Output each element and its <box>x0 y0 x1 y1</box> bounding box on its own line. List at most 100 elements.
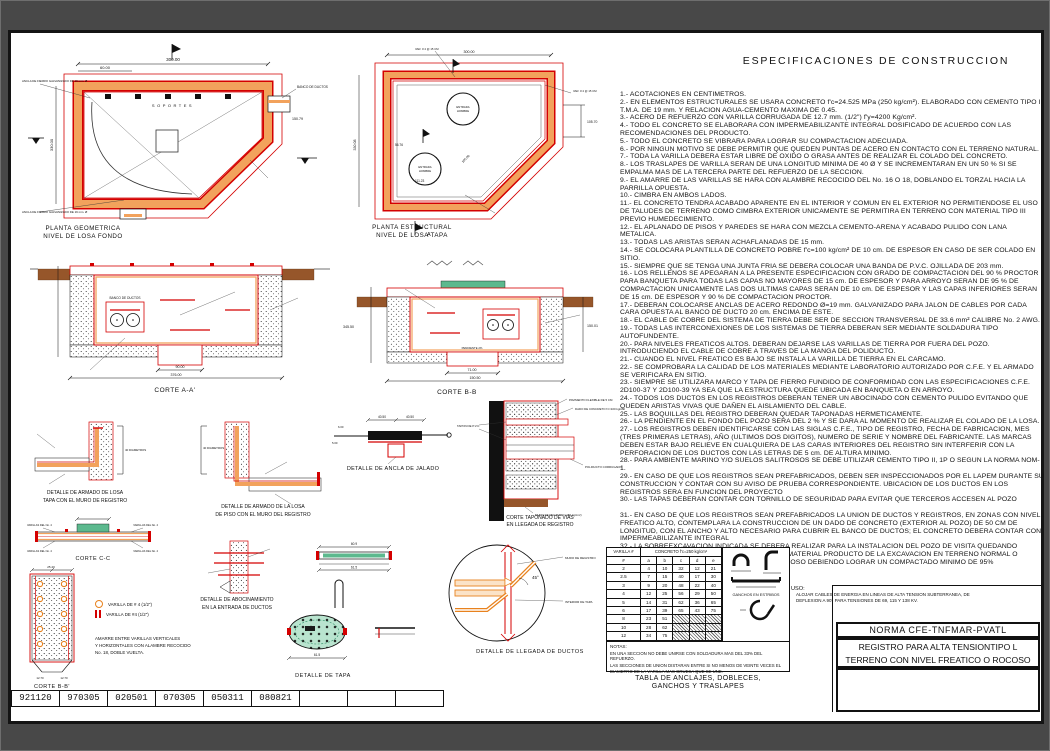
detF-title-line2: DE PISO CON EL MURO DEL REGISTRO <box>215 512 310 518</box>
table-subheader-cell: b <box>657 557 674 565</box>
revision-cell: 070305 <box>156 690 204 707</box>
table-row-cell: 12 <box>689 565 706 574</box>
plan2-dim-111: 111.23 <box>415 179 425 183</box>
spec-paragraph: 26.- LA PENDIENTE EN EL FONDO DEL POZO S… <box>620 418 1040 426</box>
detE-linework <box>34 421 124 485</box>
table-title-line1: TABLA DE ANCLAJES, DOBLECES, <box>635 675 761 682</box>
table-header-concreto: CONCRETO f'c=250 kg/cm² <box>641 548 722 557</box>
spec-paragraph: 4.- TODO EL CONCRETO SE ELABORARA CON IM… <box>620 122 1012 137</box>
spec-paragraph: 31.- EN CASO DE QUE LOS REGISTROS SEAN P… <box>620 512 1042 543</box>
plan1-dim-right: 150.79 <box>292 117 303 121</box>
plan2-entrada1-l1: ENTRADA <box>456 105 469 109</box>
table-row-cell: 12 <box>607 632 641 641</box>
plan1-linework <box>28 44 317 220</box>
spec-paragraphs: 1.- ACOTACIONES EN CENTIMETROS.2.- EN EL… <box>620 91 1044 567</box>
plan2-var-label-top: VAR. # 4 @ 15 CM <box>415 47 439 51</box>
table-notes: NOTAS: EN UNA SECCION NO DEBE UNIRSE CON… <box>607 640 789 677</box>
table-row-cell: 50 <box>705 590 722 599</box>
spec-paragraph: 17.- DEBERAN COLOCARSE ANCLAS DE ACERO R… <box>620 301 1027 317</box>
spec-paragraph: 12.- EL APLANADO DE PISOS Y PAREDES SE H… <box>620 223 1007 239</box>
table-row-cell: 22 <box>689 581 706 591</box>
detAboc-linework <box>207 540 271 594</box>
corteTap-label-muro: MURO DE REGISTRO (150 kg/cm²) <box>535 513 582 517</box>
legend-label-1: VARILLA DE # 4 (1/2") <box>108 601 152 607</box>
registro-line1: REGISTRO PARA ALTA TENSIONTIPO L <box>858 642 1018 652</box>
table-row-cell: 75 <box>657 632 674 641</box>
table-row-cell: 23 <box>641 615 658 624</box>
plan1-soportes-label: SOPORTES <box>152 103 194 108</box>
detTapa-dim-bottom: 61.5 <box>314 653 320 657</box>
plan2-linework <box>358 50 585 235</box>
spec-paragraph: 18.- EL CABLE DE COBRE DEL SISTEMA DE TI… <box>620 317 1041 325</box>
detLleg-label-interior: INTERIOR DE TAPA <box>565 600 593 604</box>
detAncla-title: DETALLE DE ANCLA DE JALADO <box>347 466 440 472</box>
spec-paragraph: 16.- LOS RELLENOS SE APEGARAN A LA PRESE… <box>620 270 1039 301</box>
plan2-entrada2-l2: HOMBRE <box>419 169 431 173</box>
amarre-note-line: AMARRE ENTRE VARILLAS VERTICALES <box>95 636 181 641</box>
corteA-dim-376: 376.00 <box>171 373 182 377</box>
detAncla-dim-4: 5.00 <box>332 441 338 445</box>
table-row-cell: 48 <box>673 581 690 591</box>
figure-corte-taponado: PAVIMENTO FLEXIBLE DE 5 CM DADO DE CONCR… <box>457 398 625 527</box>
table-header-row1: VARILLA # CONCRETO f'c=250 kg/cm² <box>607 548 722 557</box>
legend-row-bars: VARILLA DE #4 (1/2") <box>95 609 235 619</box>
table-row-cell: 15 <box>657 573 674 582</box>
rebar-legend: VARILLA DE # 4 (1/2") VARILLA DE #4 (1/2… <box>95 599 235 656</box>
corteA-banco-label: BANCO DE DUCTOS <box>110 296 141 300</box>
table-row-cell: 43 <box>689 606 706 616</box>
panel-divider-vertical <box>832 585 833 712</box>
table-row-cell: 10 <box>607 623 641 633</box>
corteTap-linework <box>478 398 584 521</box>
spec-paragraph: 29.- EN CASO DE QUE LOS REGISTROS SEAN P… <box>620 473 1044 496</box>
corteC-varillas-right-top: VARILLAS DEL No. 4 <box>133 523 158 527</box>
spec-paragraph: 28.- PARA AMBIENTE MARINO Y/O SUELOS SAL… <box>620 457 1040 473</box>
detTapa-linework <box>286 544 415 661</box>
table-row-cell <box>673 623 690 633</box>
detLleg-title: DETALLE DE LLEGADA DE DUCTOS <box>476 649 584 655</box>
table-subheader-cell: c <box>673 557 690 565</box>
corteB-dim-150: 150.50 <box>470 376 481 380</box>
plan2-dim-105: 105.00 <box>461 154 471 164</box>
detE-title-line2: TAPA CON EL MURO DE REGISTRO <box>43 498 127 504</box>
uso-line2: DEFLEXION A 90° PARA TENSIONES DE 69, 11… <box>796 598 918 603</box>
table-row-cell: 30 <box>705 573 722 582</box>
hook-shapes-icon <box>731 550 781 574</box>
detLleg-label-muro: MURO DE REGISTRO <box>565 556 596 560</box>
spec-paragraph: 8.- LOS TRASLAPES DE VARILLA SERAN DE UN… <box>620 161 1017 176</box>
straight-bar-icon <box>731 577 781 588</box>
stirrup-hook-icon <box>740 599 776 621</box>
plan1-banco-label: BANCO DE DUCTOS <box>297 85 328 89</box>
corteTap-label-poliducto: POLIDUCTO CORRUGADO <box>585 465 622 469</box>
spec-paragraph: 6.- POR NINGUN MOTIVO SE DEBE PERMITIR Q… <box>620 145 1039 153</box>
table-row-cell: 6 <box>607 606 641 616</box>
revision-cell <box>300 690 348 707</box>
spec-paragraph: 32.- LA SOBREEXCAVACION INDICADA SE DEBE… <box>620 543 1018 566</box>
plan1-title-line1: PLANTA GEOMETRICA <box>45 225 120 232</box>
corteBp-dim-b2: 12.70 <box>60 676 68 680</box>
table-row-cell: 65 <box>673 606 690 616</box>
detAncla-dim-3: 6.00 <box>338 425 344 429</box>
corteTap-label-dado: DADO DE CONCRETO f'c=100 kg/cm² <box>575 407 625 411</box>
table-row-cell: 32 <box>673 565 690 574</box>
plan2-var-label-right: VAR. # 4 @ 15 CM <box>573 89 597 93</box>
detF-title-line1: DETALLE DE ARMADO DE LA LOSA <box>221 504 305 510</box>
table-row-cell <box>673 632 690 641</box>
uso-line1: ALOJAR CABLES DE ENERGIA EN LINEAS DE AL… <box>796 592 970 597</box>
spec-paragraph: 22.- SE COMPROBARA LA CALIDAD DE LOS MAT… <box>620 363 1034 379</box>
revision-cell <box>396 690 444 707</box>
corteC-title: CORTE C-C <box>76 556 111 562</box>
figure-detalle-losa-piso: 40 DIAMETROS DETALLE DE ARMADO DE LA LOS… <box>200 421 322 518</box>
empty-title-box <box>836 668 1040 712</box>
figure-detalle-losa-tapa: 40 DIAMETROS DETALLE DE ARMADO DE LOSA T… <box>34 421 146 504</box>
plan1-dim-top2: 60.00 <box>100 65 111 70</box>
corteC-varillas-right-bot: VARILLAS DEL No. 4 <box>133 549 158 553</box>
varilla-bars-icon <box>95 610 101 618</box>
plan2-dim-right: 105.70 <box>587 120 597 124</box>
spec-paragraph: 2.- EN ELEMENTOS ESTRUCTURALES SE USARA … <box>620 98 1043 114</box>
table-row-cell: 8 <box>607 615 641 624</box>
uso-label: USO: <box>791 586 805 592</box>
